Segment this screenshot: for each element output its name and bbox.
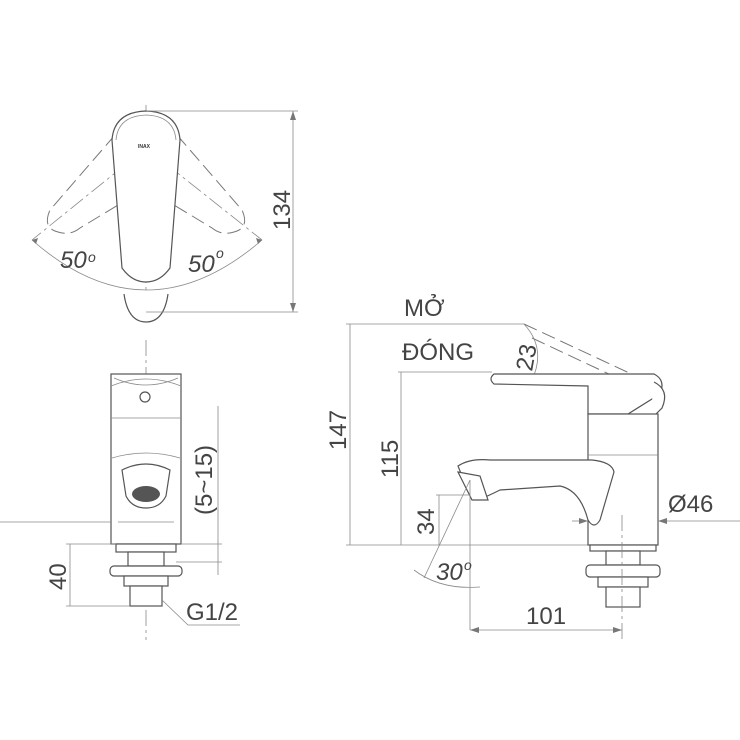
- mount-washer: [109, 565, 183, 577]
- dim-115-label: 115: [377, 440, 404, 478]
- thread-label: G1/2: [186, 599, 238, 626]
- base-outline: [123, 293, 169, 323]
- thread-leader: [161, 599, 240, 626]
- dim-34-label: 34: [413, 508, 440, 535]
- lever-closed: [490, 373, 663, 415]
- outlet-angle-label: 30: [436, 559, 463, 586]
- lever-left-rotated: [31, 134, 147, 241]
- angle-right-label: 50: [188, 251, 215, 278]
- degree-mark: o: [88, 249, 96, 265]
- outlet-angle-arc: [413, 569, 481, 588]
- lever-right-rotated: [145, 134, 263, 241]
- dim-134-label: 134: [269, 190, 296, 230]
- degree-mark: o: [464, 557, 472, 573]
- spout-aerator: [456, 471, 489, 501]
- dim-147-label: 147: [325, 410, 352, 450]
- aerator-mesh: [132, 486, 160, 502]
- dim-40-label: 40: [45, 563, 72, 590]
- brand-logo: INAX: [138, 144, 151, 150]
- rotation-arc: [31, 239, 263, 291]
- side-view: MỞ ĐÓNG 23 147 115 34: [325, 293, 740, 640]
- lever-handle: [111, 110, 181, 283]
- closed-label: ĐÓNG: [402, 339, 474, 366]
- dim-diameter-label: Ø46: [668, 491, 713, 518]
- front-view: (5~15) 40 G1/2: [0, 340, 240, 640]
- angle-left-label: 50: [60, 247, 87, 274]
- top-view: INAX 50 o 50 o 134: [31, 105, 298, 323]
- outlet-angle-line: [423, 479, 471, 579]
- lever-angle-label: 23: [511, 342, 542, 373]
- degree-mark: o: [216, 245, 224, 261]
- thread-shank: [129, 585, 163, 607]
- indicator-dot: [139, 391, 151, 403]
- open-label: MỞ: [404, 293, 445, 322]
- dim-deck-label: (5~15): [191, 445, 218, 515]
- spout: [457, 459, 615, 526]
- dim-101-label: 101: [526, 603, 566, 630]
